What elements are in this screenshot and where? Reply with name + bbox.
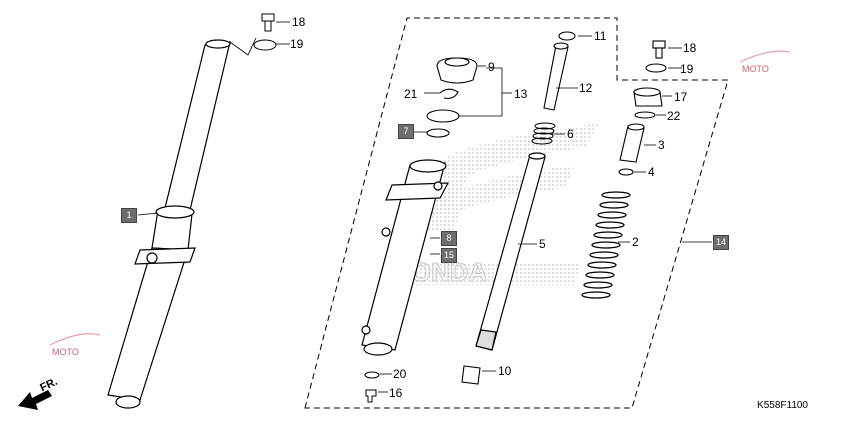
bolt-16-icon [365, 389, 377, 403]
callout-21: 21 [404, 87, 418, 101]
ring-13-icon [426, 109, 460, 123]
washer-4-icon [618, 168, 634, 176]
callout-6: 6 [567, 127, 574, 141]
callout-box-7: 7 [398, 124, 414, 139]
washer-20-icon [364, 371, 380, 379]
callout-10: 10 [498, 364, 512, 378]
callout-box-1: 1 [121, 208, 137, 223]
callout-box-14: 14 [713, 235, 729, 250]
clip-21-icon [439, 88, 459, 99]
spacer-3-icon [619, 125, 645, 163]
piece-10-icon [461, 365, 481, 385]
outer-tube-icon [361, 159, 450, 356]
diagram-code: K558F1100 [757, 400, 808, 411]
callout-2: 2 [632, 235, 639, 249]
assembly-outline [304, 17, 729, 409]
callout-3: 3 [658, 138, 665, 152]
callout-box-8: 8 [441, 231, 457, 246]
washer-19-right-icon [645, 63, 667, 73]
callout-16: 16 [389, 386, 403, 400]
callout-19-right: 19 [680, 62, 694, 76]
callout-4: 4 [648, 165, 655, 179]
callout-box-15: 15 [441, 248, 457, 263]
callout-22: 22 [667, 109, 681, 123]
moto-logo-watermark-icon: MOTO [739, 50, 791, 74]
inner-tube-5-icon [475, 152, 546, 351]
callout-9: 9 [488, 60, 495, 74]
svg-text:MOTO: MOTO [52, 347, 79, 357]
svg-text:MOTO: MOTO [742, 64, 769, 74]
leader-lines [137, 21, 712, 393]
callout-12: 12 [579, 81, 593, 95]
fork-spring-2-icon [581, 191, 631, 299]
callout-18-left: 18 [292, 15, 306, 29]
bolt-18-right-icon [652, 40, 666, 59]
callout-18-right: 18 [683, 41, 697, 55]
bolt-18-left-icon [253, 13, 277, 51]
washer-7-icon [426, 128, 450, 138]
cap-11-icon [558, 31, 576, 41]
callout-20: 20 [393, 367, 407, 381]
moto-logo-watermark-icon-2: MOTO [49, 333, 101, 357]
callout-13: 13 [514, 87, 528, 101]
damper-rod-12-icon [543, 44, 569, 111]
assembled-fork [107, 39, 231, 409]
front-direction-arrow-icon [18, 390, 52, 410]
cap-bolt-17-icon [633, 87, 663, 107]
spring-6-icon [531, 122, 556, 145]
callout-5: 5 [539, 237, 546, 251]
callout-19-left: 19 [290, 37, 304, 51]
callout-17: 17 [674, 90, 688, 104]
o-ring-22-icon [634, 111, 656, 119]
callout-11: 11 [594, 29, 607, 43]
